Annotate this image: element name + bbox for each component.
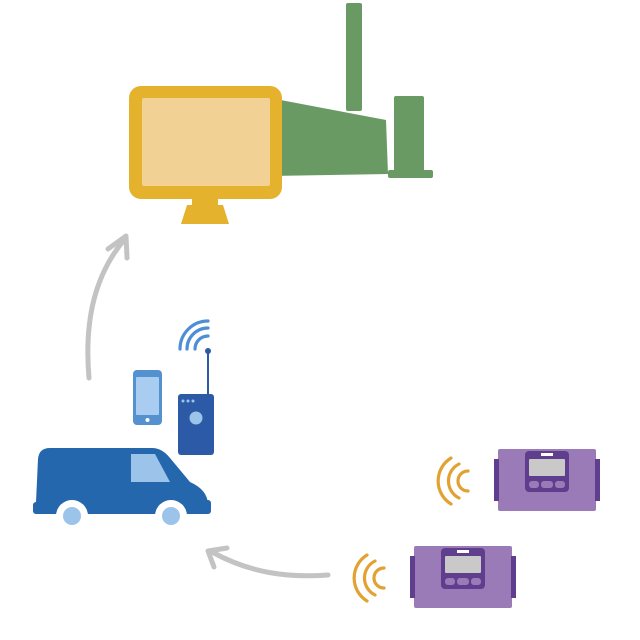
monitor-icon <box>129 86 282 224</box>
heat-meter-icon <box>410 546 516 608</box>
smartphone-icon <box>133 370 162 425</box>
factory-icon <box>270 3 433 178</box>
upload-arrow <box>85 233 130 381</box>
van-icon <box>33 448 211 532</box>
heat-meter-icon <box>494 449 600 511</box>
radio-signal-icon <box>352 553 386 603</box>
radio-signal-icon <box>436 456 470 506</box>
radio-reader-icon <box>178 348 214 455</box>
collect-arrow <box>205 545 331 579</box>
wifi-icon <box>178 319 210 351</box>
